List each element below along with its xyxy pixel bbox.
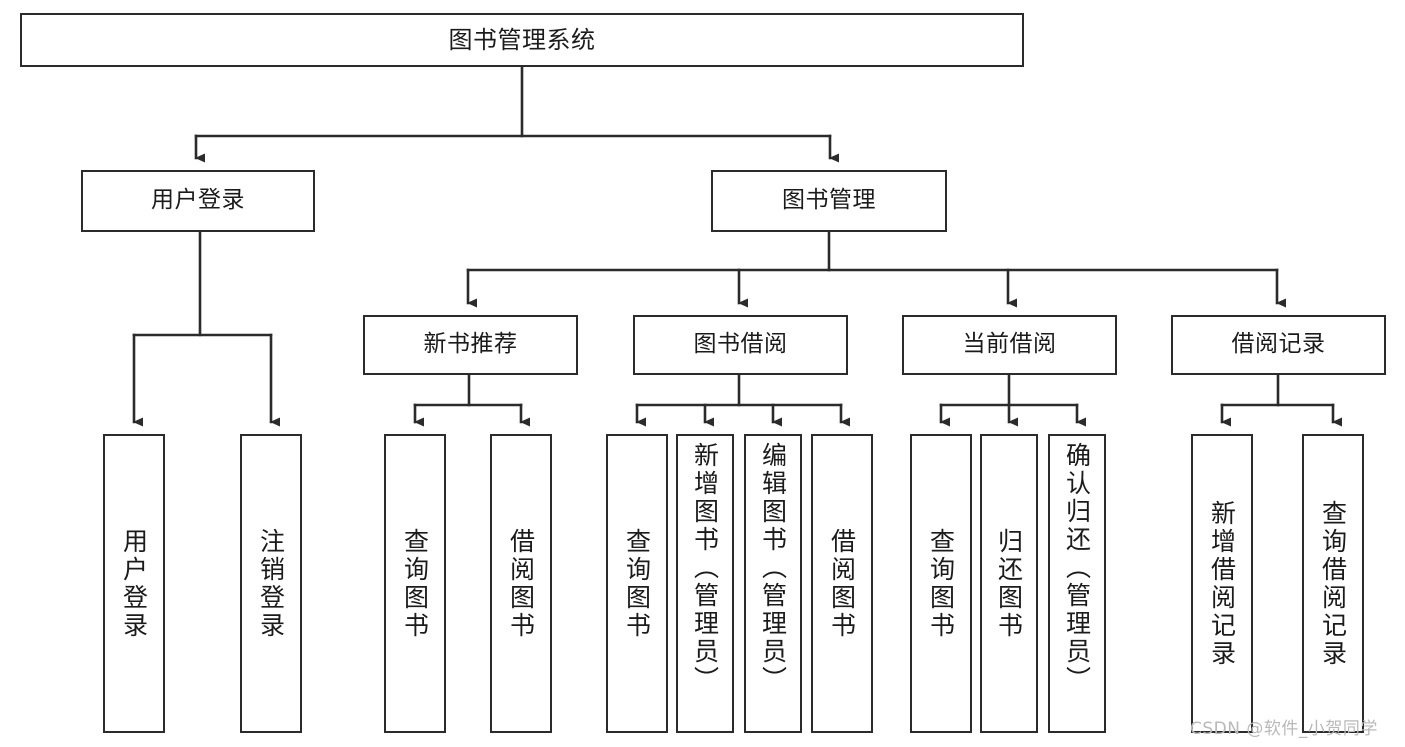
leaf-query-borrow-record[interactable]: 查询借阅记录 [1302,434,1364,733]
node-label: 用户登录 [119,527,149,640]
leaf-query-book-borrow[interactable]: 查询图书 [606,434,668,733]
leaf-borrow-book-new-rec[interactable]: 借阅图书 [490,434,552,733]
node-book-management[interactable]: 图书管理 [711,170,947,232]
node-label: 新增借阅记录 [1207,499,1237,668]
leaf-logout-login[interactable]: 注销登录 [240,434,302,733]
node-label: 查询借阅记录 [1318,499,1348,668]
node-label: 借阅图书 [827,527,857,640]
node-label: 新增图书（管理员） [690,442,720,694]
node-label: 查询图书 [926,527,956,640]
leaf-return-book[interactable]: 归还图书 [980,434,1038,733]
node-current-borrowing[interactable]: 当前借阅 [902,315,1117,375]
node-label: 注销登录 [256,527,286,640]
node-new-book-recommendation[interactable]: 新书推荐 [363,315,578,375]
node-book-borrowing[interactable]: 图书借阅 [633,315,848,375]
leaf-add-book-admin[interactable]: 新增图书（管理员） [676,434,734,733]
node-label: 图书借阅 [693,331,788,358]
node-borrowing-record[interactable]: 借阅记录 [1171,315,1386,375]
leaf-confirm-return-admin[interactable]: 确认归还（管理员） [1048,434,1106,733]
node-label: 借阅图书 [506,527,536,640]
node-label: 新书推荐 [423,331,518,358]
node-label: 当前借阅 [962,331,1057,358]
leaf-add-borrow-record[interactable]: 新增借阅记录 [1191,434,1253,733]
node-label: 确认归还（管理员） [1062,442,1092,694]
node-label: 图书管理 [782,187,876,214]
leaf-edit-book-admin[interactable]: 编辑图书（管理员） [744,434,802,733]
leaf-user-login[interactable]: 用户登录 [103,434,165,733]
csdn-watermark: CSDN @软件_小贺同学 [1190,719,1378,739]
node-label: 编辑图书（管理员） [758,442,788,694]
node-root-book-management-system[interactable]: 图书管理系统 [20,13,1024,67]
node-label: 借阅记录 [1231,331,1326,358]
node-user-login[interactable]: 用户登录 [81,170,315,232]
node-label: 查询图书 [400,527,430,640]
node-label: 查询图书 [622,527,652,640]
node-label: 图书管理系统 [448,25,596,54]
leaf-query-book-current[interactable]: 查询图书 [910,434,972,733]
leaf-borrow-book-borrow[interactable]: 借阅图书 [811,434,873,733]
leaf-query-book-new-rec[interactable]: 查询图书 [384,434,446,733]
node-label: 归还图书 [994,527,1024,640]
node-label: 用户登录 [151,187,245,214]
